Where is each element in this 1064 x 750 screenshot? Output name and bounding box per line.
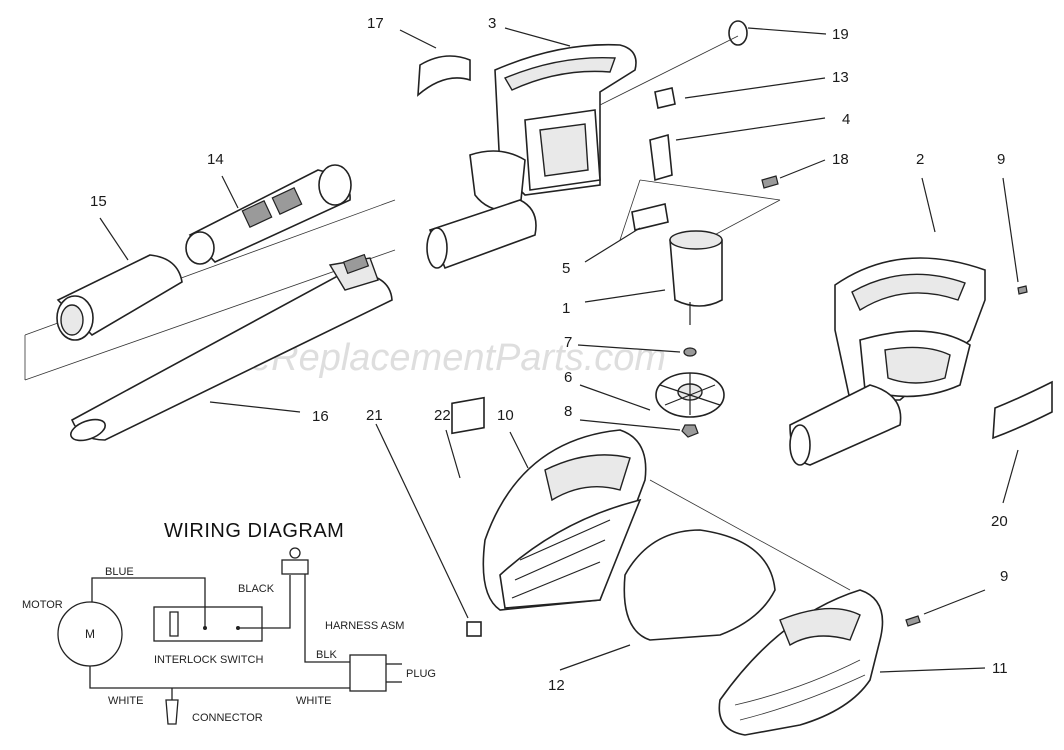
part-18-screw xyxy=(761,175,779,189)
interlock-label: INTERLOCK SWITCH xyxy=(154,654,263,666)
part-1-motor xyxy=(669,230,723,325)
blk-wire xyxy=(304,574,350,663)
callout-17: 17 xyxy=(367,15,384,32)
callout-21: 21 xyxy=(366,407,383,424)
callout-14: 14 xyxy=(207,151,224,168)
black-label: BLACK xyxy=(238,583,275,595)
callout-16: 16 xyxy=(312,408,329,425)
callout-15: 15 xyxy=(90,193,107,210)
callout-10: 10 xyxy=(497,407,514,424)
callout-5: 5 xyxy=(562,260,570,277)
part-7-washer xyxy=(683,347,697,357)
callout-4: 4 xyxy=(842,111,850,128)
callout-11: 11 xyxy=(992,660,1008,677)
blue-wire xyxy=(91,577,206,628)
callout-1: 1 xyxy=(562,300,570,317)
white-wire xyxy=(89,666,350,689)
callout-3: 3 xyxy=(488,15,496,32)
connector-symbol xyxy=(165,699,179,725)
watermark: eReplacementParts.com xyxy=(250,337,666,379)
plug-box xyxy=(349,654,387,692)
part-11-lower-housing xyxy=(718,589,884,736)
motor-label: MOTOR xyxy=(22,599,63,611)
part-16-nozzle xyxy=(70,253,393,442)
connector-label: CONNECTOR xyxy=(192,712,263,724)
part-15-tube xyxy=(56,254,183,341)
part-22-label xyxy=(451,396,485,435)
wiring-diagram: WIRING DIAGRAM M MOTOR BLUE INTERLOCK SW… xyxy=(22,520,436,725)
part-13-bracket xyxy=(654,87,676,109)
part-3-housing xyxy=(426,43,637,270)
part-6-impeller xyxy=(655,372,725,418)
leader-lines xyxy=(99,27,1019,673)
white-label-left: WHITE xyxy=(108,695,143,707)
white-label-right: WHITE xyxy=(296,695,331,707)
part-4-switch xyxy=(649,133,673,182)
blue-label: BLUE xyxy=(105,566,134,578)
callout-6: 6 xyxy=(564,369,572,386)
part-19-cap xyxy=(728,20,748,46)
part-9-screw-b xyxy=(905,615,921,627)
part-14-grill-tube xyxy=(185,164,352,265)
part-17-label xyxy=(417,55,471,97)
part-8-nut xyxy=(681,424,699,438)
callout-7: 7 xyxy=(564,334,572,351)
wiring-title: WIRING DIAGRAM xyxy=(164,520,344,542)
part-20-label xyxy=(992,380,1053,440)
callout-19: 19 xyxy=(832,26,849,43)
callout-9a: 9 xyxy=(997,151,1005,168)
callout-numbers: 15 14 16 17 3 19 13 4 18 2 9 5 1 7 6 8 2… xyxy=(90,15,1008,694)
callout-12: 12 xyxy=(548,677,565,694)
callout-20: 20 xyxy=(991,513,1008,530)
blk-label: BLK xyxy=(316,649,337,661)
plug-label: PLUG xyxy=(406,668,436,680)
harness-connector xyxy=(281,559,309,575)
callout-8: 8 xyxy=(564,403,572,420)
part-5-connector xyxy=(631,203,669,231)
interlock-switch-box xyxy=(153,606,263,642)
motor-m: M xyxy=(85,627,95,641)
callout-9b: 9 xyxy=(1000,568,1008,585)
black-wire xyxy=(238,575,291,629)
part-12-bag xyxy=(623,529,776,641)
part-10-lower-housing xyxy=(482,429,647,611)
callout-2: 2 xyxy=(916,151,924,168)
harness-label: HARNESS ASM xyxy=(325,620,404,632)
part-9-screw-a xyxy=(1017,285,1028,295)
callout-22: 22 xyxy=(434,407,451,424)
callout-18: 18 xyxy=(832,151,849,168)
part-2-housing xyxy=(789,257,986,466)
part-21-label xyxy=(466,621,482,637)
callout-13: 13 xyxy=(832,69,849,86)
